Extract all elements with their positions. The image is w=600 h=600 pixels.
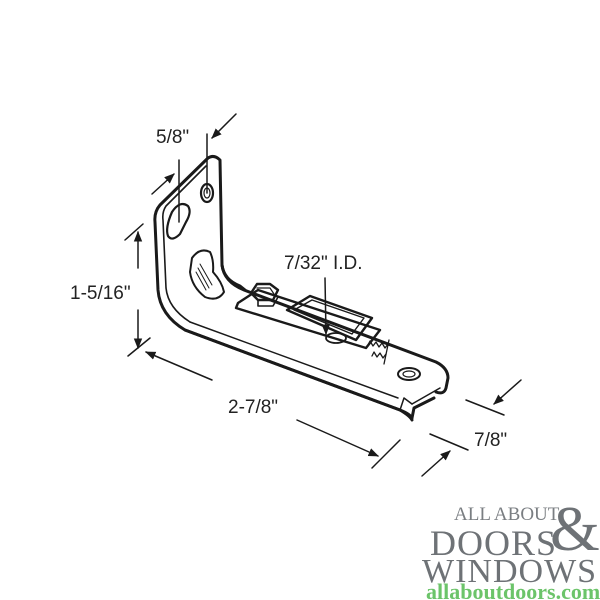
logo-line-doors: DOORS xyxy=(430,523,558,563)
adjuster-plate xyxy=(234,288,382,350)
bracket-base-plate xyxy=(183,263,450,420)
slot-hole xyxy=(166,202,191,240)
bent-tab xyxy=(189,249,225,300)
dimension-width xyxy=(421,379,522,477)
bracket-vertical-leg xyxy=(153,154,414,422)
dimension-inner-diameter xyxy=(321,277,331,336)
round-hole-lower xyxy=(397,367,421,381)
logo-line-all-about: ALL ABOUT xyxy=(454,504,560,525)
dimension-hole-spacing xyxy=(151,113,237,223)
dimension-label-width: 7/8" xyxy=(474,430,508,451)
logo-line-windows: WINDOWS xyxy=(422,553,598,590)
dimension-label-inner-diameter: 7/32" I.D. xyxy=(284,253,363,274)
dimension-label-length: 2-7/8" xyxy=(228,397,279,418)
dimension-label-hole-spacing: 5/8" xyxy=(156,127,190,148)
dimension-length xyxy=(145,351,401,469)
scale-marks xyxy=(367,339,390,365)
dimension-label-vertical-height: 1-5/16" xyxy=(70,283,131,304)
logo-ampersand: & xyxy=(550,493,600,564)
dimension-vertical-height xyxy=(124,223,151,357)
hex-bolt xyxy=(249,282,280,307)
logo-url: allaboutdoors.com xyxy=(426,579,600,600)
